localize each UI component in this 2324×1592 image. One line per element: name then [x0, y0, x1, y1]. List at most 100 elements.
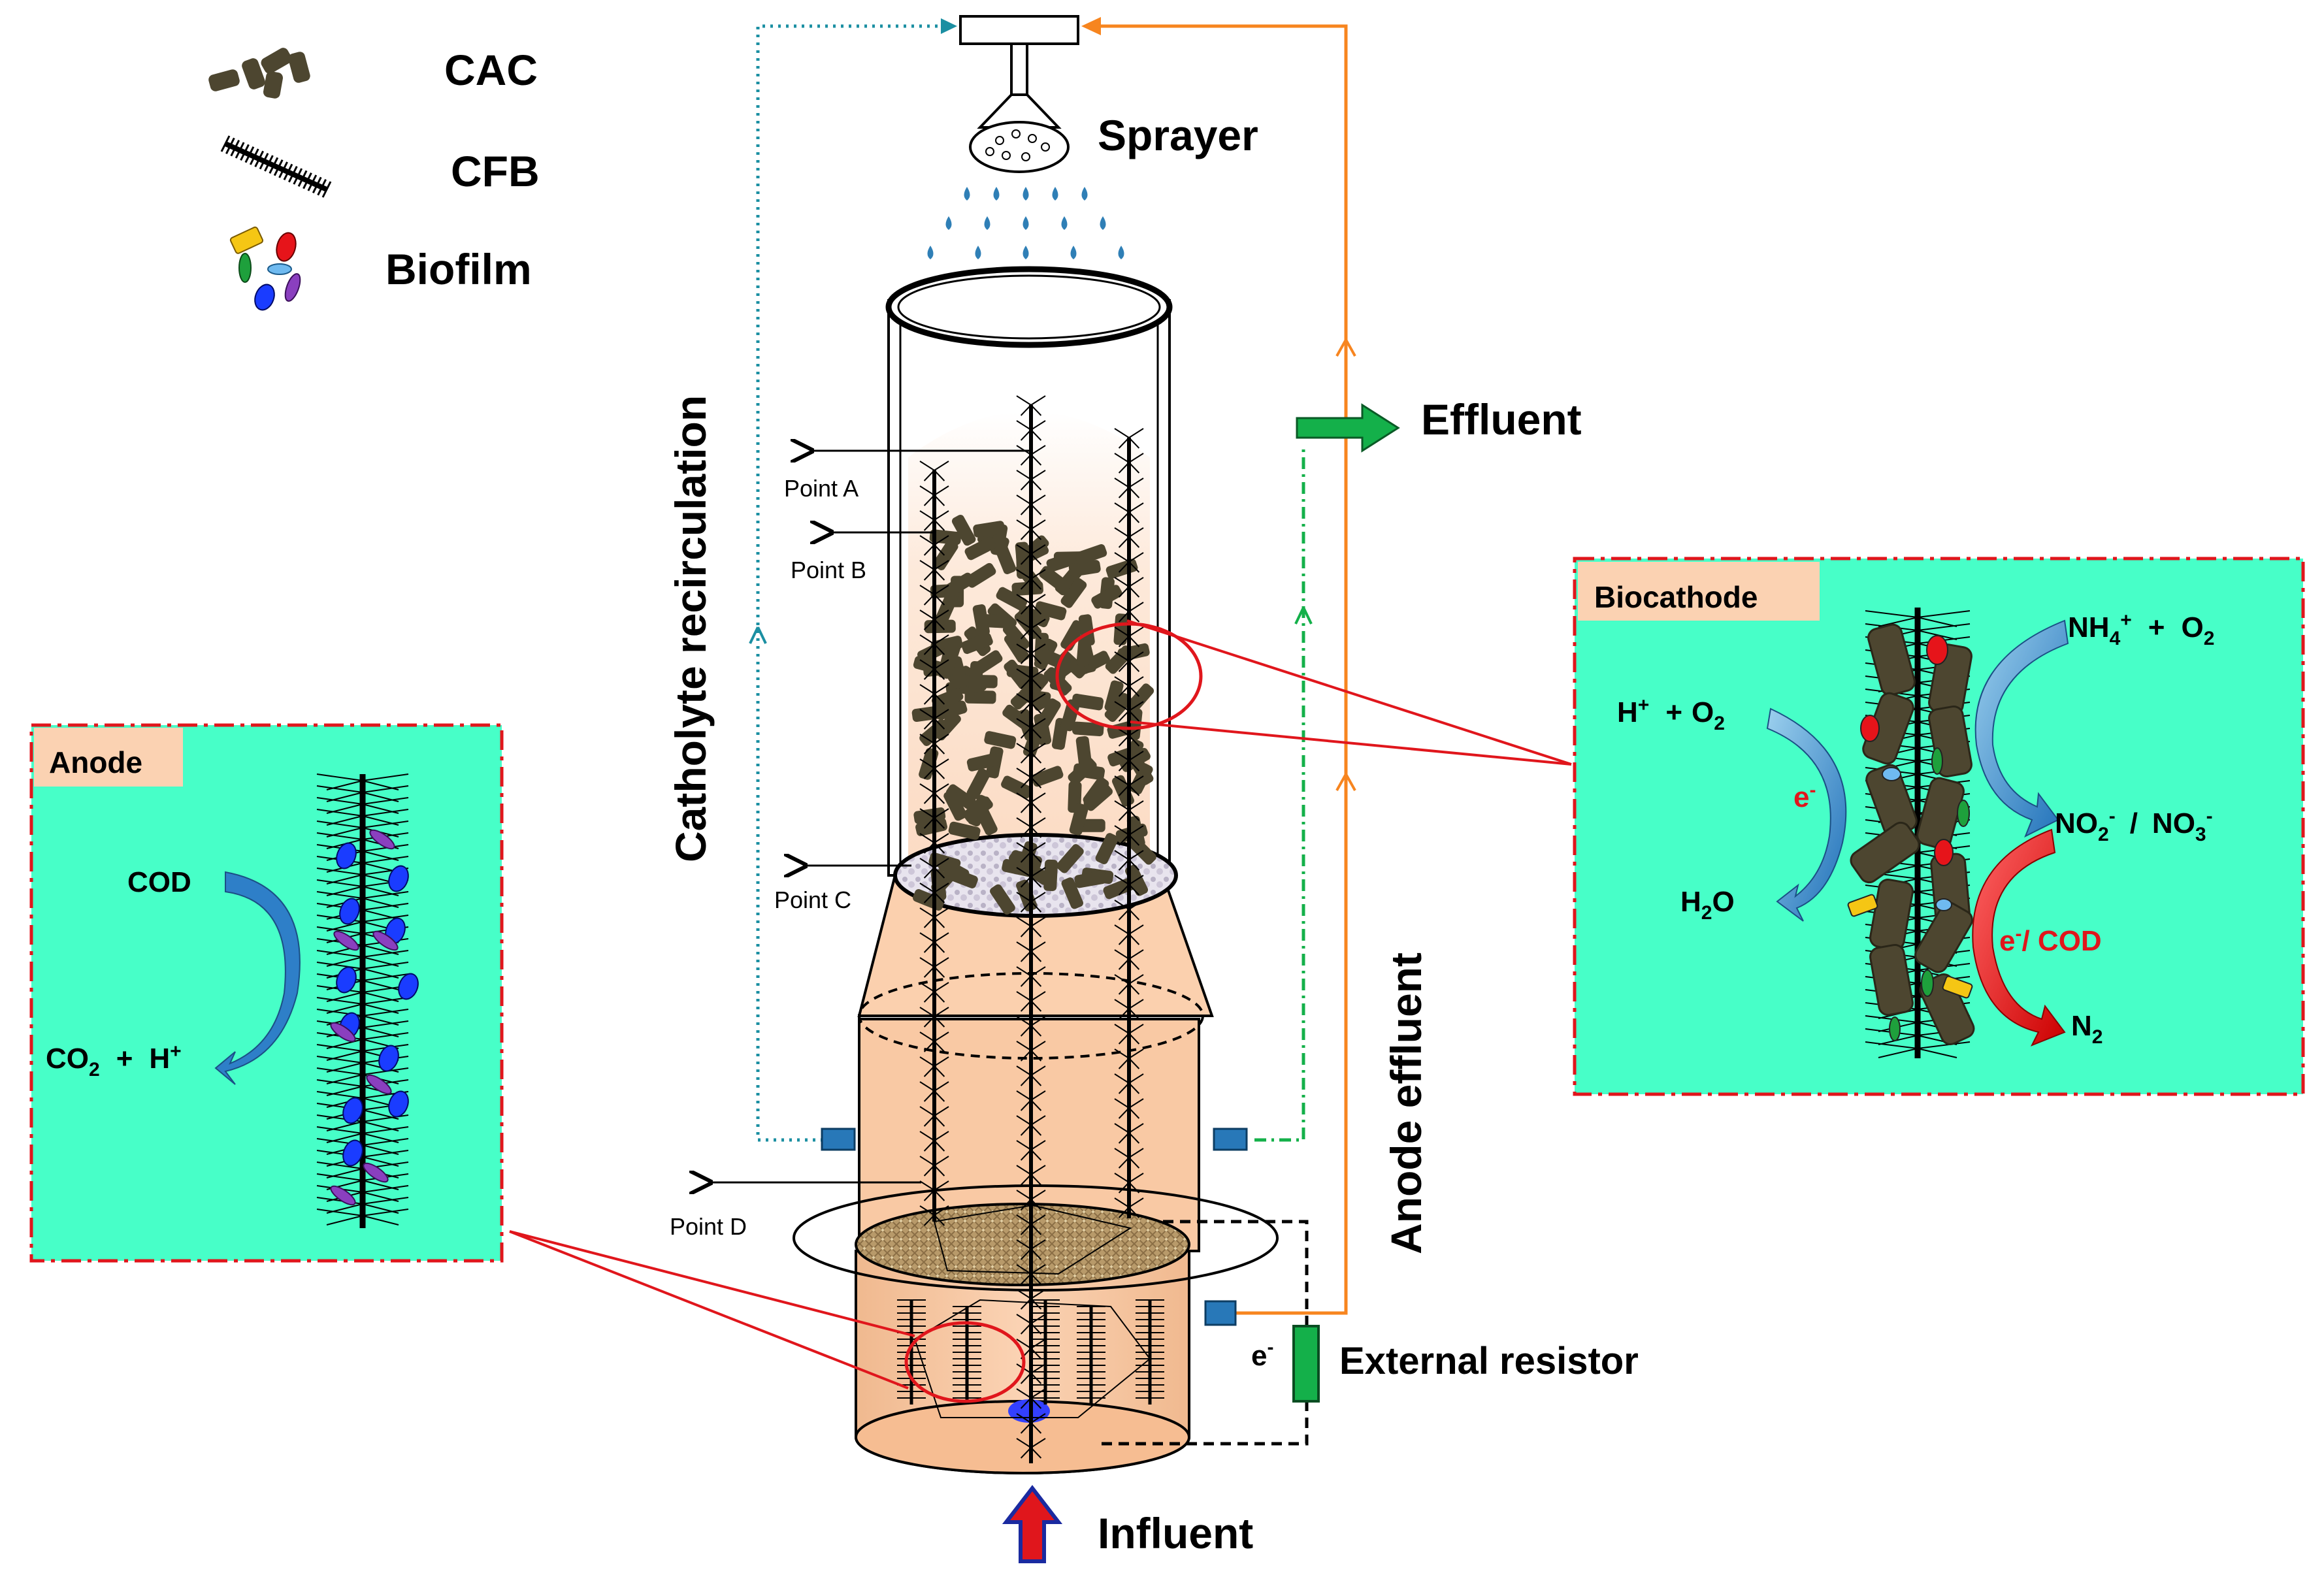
legend: CAC CFB Biofilm: [208, 46, 540, 311]
biofilm-cell-icon: [1889, 1016, 1901, 1041]
reactor: [509, 266, 1572, 1474]
biofilm-cell-icon: [388, 1090, 409, 1118]
cac-pellet: [1046, 551, 1079, 572]
water-droplet-icon: [1061, 216, 1068, 230]
recirc-arrowhead-icon: [941, 18, 957, 34]
cac-pellet: [1060, 620, 1085, 651]
cac-pellet: [1074, 871, 1107, 888]
effluent-outlet-port: [1213, 1128, 1248, 1151]
effluent-label: Effluent: [1421, 395, 1582, 444]
cac-pellet: [1869, 943, 1914, 1016]
influent-arrow-icon: [1002, 1485, 1063, 1563]
anode-zoom-circle: [904, 1321, 1026, 1403]
anode-outlet-port: [1204, 1300, 1237, 1326]
cac-pellet: [1105, 645, 1134, 674]
biofilm-cell-icon: [1934, 839, 1954, 866]
anode-effluent-arrowhead-icon: [1081, 17, 1101, 35]
cac-pellet: [1867, 623, 1916, 696]
cac-pellet: [1095, 833, 1119, 865]
legend-cfb-label: CFB: [451, 147, 540, 195]
biofilm-cell-icon: [339, 898, 360, 925]
effluent-up-arrow-icon: [1294, 607, 1313, 625]
cac-pellet: [966, 768, 990, 800]
cac-pellet: [1072, 721, 1104, 737]
biofilm-cell-icon: [1847, 894, 1878, 917]
cac-pellet: [946, 867, 978, 888]
biofilm-cell-icon: [336, 966, 357, 994]
cac-pellet: [1075, 736, 1092, 768]
electron-label: e-: [1251, 1337, 1273, 1372]
water-droplet-icon: [945, 216, 952, 230]
biofilm-cell-icon: [1935, 898, 1952, 911]
point-c-label: Point C: [774, 886, 851, 913]
water-droplet-icon: [1052, 187, 1058, 201]
cac-pellet: [1104, 680, 1124, 713]
cac-pellet: [990, 884, 1015, 915]
cac-pellet: [932, 688, 964, 709]
cac-pellet: [1034, 601, 1067, 621]
biofilm-cell-icon: [372, 930, 399, 951]
cac-pellet: [943, 789, 967, 821]
resistor-icon: [1292, 1325, 1320, 1403]
anode-inset-box: [29, 723, 504, 1263]
cac-pellet: [1011, 581, 1043, 596]
biocathode-n2: N2: [2071, 1010, 2103, 1048]
cac-pellets-icon: [208, 48, 310, 99]
biofilm-cell-icon: [388, 865, 409, 892]
anode-title-tag: [34, 728, 183, 787]
cac-pellet: [1914, 902, 1973, 973]
biofilm-cell-icon: [369, 829, 395, 850]
cac-pellet: [1039, 566, 1069, 593]
biocathode-ammonium-o2: NH4++O2: [2068, 609, 2214, 649]
biofilm-cell-icon: [342, 1139, 363, 1167]
cac-pellet: [1075, 544, 1107, 565]
catholyte-recirculation-line: [749, 18, 957, 1142]
point-a-label: Point A: [784, 475, 859, 502]
anode-inset: Anode COD CO2+H+: [29, 723, 504, 1263]
biocathode-reactant-h-o2: H++O2: [1617, 694, 1725, 734]
point-b-label: Point B: [791, 557, 866, 583]
water-droplet-icon: [1023, 216, 1029, 230]
cac-pellet: [951, 515, 976, 546]
biofilm-cells-icon: [229, 226, 301, 311]
biocathode-inset: Biocathode H++O2 e- H2O NH4++O2 NO2-/NO3…: [1573, 557, 2305, 1096]
cac-pellet: [933, 540, 958, 570]
biocathode-title: Biocathode: [1594, 580, 1758, 614]
anode-inset-brush: [316, 773, 419, 1228]
water-droplet-icon: [927, 246, 934, 259]
biofilm-cell-icon: [336, 842, 357, 869]
water-droplet-icon: [1070, 246, 1077, 259]
cac-pellet: [1126, 815, 1145, 848]
biofilm-cell-icon: [366, 1074, 392, 1095]
anode-cfb-brushes: [897, 1299, 1164, 1405]
biocathode-water: H2O: [1680, 886, 1735, 924]
biofilm-cell-icon: [398, 973, 419, 1000]
nitrification-arrow-icon: [1974, 619, 2069, 838]
water-droplet-icon: [1118, 246, 1124, 259]
water-droplet-icon: [1023, 187, 1029, 201]
water-droplet-icon: [975, 246, 981, 259]
cac-pellet: [924, 619, 956, 634]
cac-pellet: [913, 889, 945, 911]
sprayer-label: Sprayer: [1098, 111, 1258, 159]
biofilm-cell-icon: [1926, 635, 1948, 665]
biofilm-cell-icon: [1882, 767, 1901, 781]
cac-pellet: [1130, 763, 1153, 794]
water-droplet-icon: [1100, 216, 1106, 230]
biofilm-cell-icon: [1931, 747, 1943, 775]
catholyte-recirculation-label: Catholyte recirculation: [666, 395, 715, 862]
biocathode-title-tag: [1578, 562, 1820, 621]
cac-pellet: [1061, 877, 1083, 909]
external-resistor-label: External resistor: [1339, 1340, 1639, 1382]
cac-pellet: [1113, 613, 1129, 645]
cac-pellet: [933, 711, 961, 741]
biocathode-electron-cod: e-/ COD: [1999, 923, 2102, 957]
legend-cac-label: CAC: [444, 46, 538, 94]
anode-reactant: COD: [127, 866, 191, 898]
cac-pellet: [972, 604, 990, 636]
legend-biofilm-label: Biofilm: [385, 245, 532, 293]
sprayer-icon: [927, 15, 1124, 259]
denitrification-arrow-icon: [1972, 828, 2066, 1047]
cac-pellet: [1076, 634, 1092, 666]
cac-pellet: [943, 572, 974, 598]
